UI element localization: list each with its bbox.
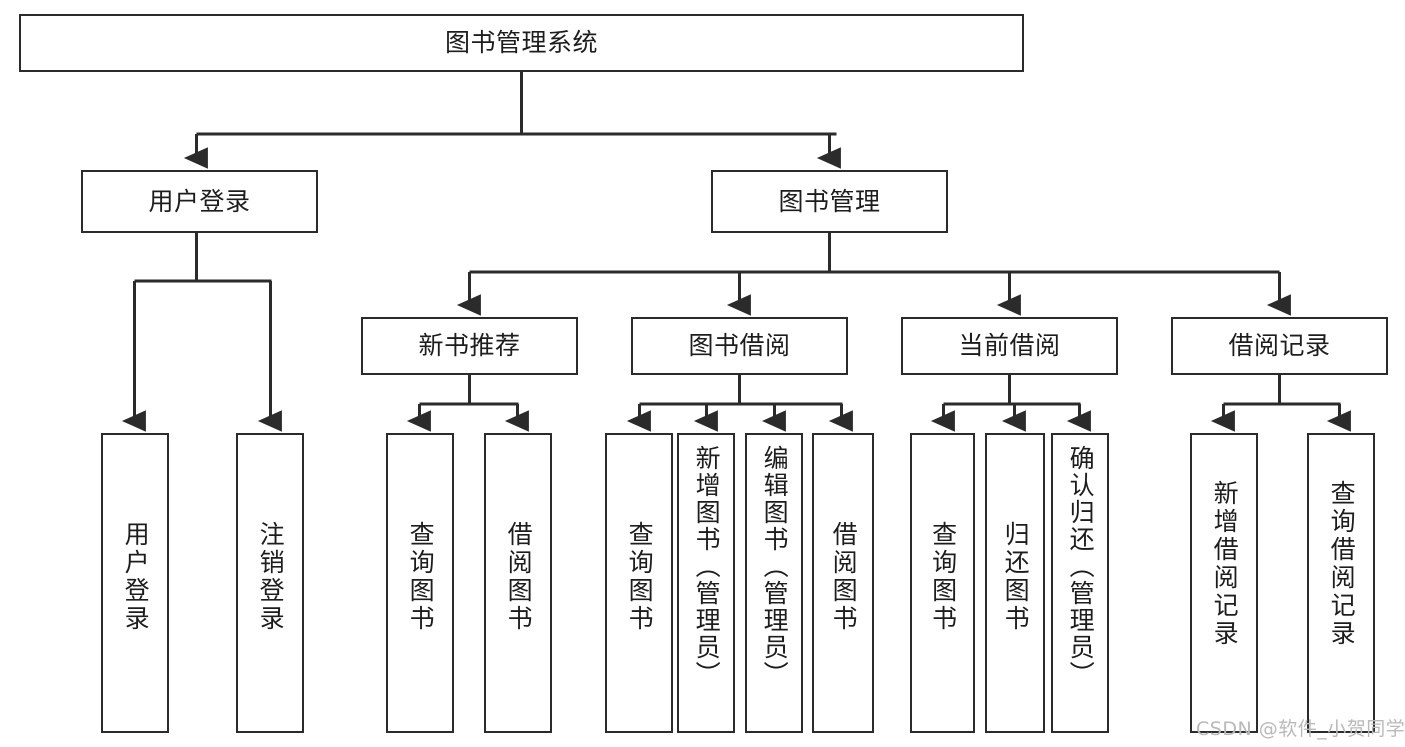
- node-leaf-confirm-return-label: 确认归还（管理员）: [1066, 445, 1096, 688]
- node-leaf-query-book-1-label: 查询图书: [406, 521, 436, 633]
- node-user-login[interactable]: 用户登录: [81, 170, 318, 233]
- node-book-borrow[interactable]: 图书借阅: [631, 317, 848, 375]
- node-leaf-borrow-book-2[interactable]: 借阅图书: [812, 433, 874, 733]
- node-leaf-user-login[interactable]: 用户登录: [101, 433, 169, 733]
- node-leaf-query-book-3-label: 查询图书: [928, 521, 958, 633]
- node-current-borrow[interactable]: 当前借阅: [901, 317, 1118, 375]
- node-leaf-add-book-label: 新增图书（管理员）: [692, 445, 722, 688]
- node-leaf-add-record[interactable]: 新增借阅记录: [1190, 433, 1258, 733]
- node-leaf-return-book[interactable]: 归还图书: [985, 433, 1045, 733]
- node-leaf-add-book[interactable]: 新增图书（管理员）: [677, 433, 735, 733]
- node-leaf-query-book-2[interactable]: 查询图书: [605, 433, 673, 733]
- node-leaf-add-record-label: 新增借阅记录: [1210, 480, 1240, 648]
- node-borrow-record[interactable]: 借阅记录: [1171, 317, 1388, 375]
- node-new-book-recommend[interactable]: 新书推荐: [361, 317, 578, 375]
- node-leaf-query-book-1[interactable]: 查询图书: [386, 433, 454, 733]
- node-root[interactable]: 图书管理系统: [19, 14, 1024, 72]
- node-leaf-return-book-label: 归还图书: [1001, 521, 1031, 633]
- node-book-manage-label: 图书管理: [778, 186, 881, 216]
- node-book-manage[interactable]: 图书管理: [711, 170, 948, 233]
- node-leaf-confirm-return[interactable]: 确认归还（管理员）: [1051, 433, 1109, 733]
- node-leaf-query-record[interactable]: 查询借阅记录: [1307, 433, 1375, 733]
- node-leaf-edit-book[interactable]: 编辑图书（管理员）: [745, 433, 803, 733]
- node-book-borrow-label: 图书借阅: [688, 331, 791, 361]
- node-leaf-logout[interactable]: 注销登录: [236, 433, 304, 733]
- node-leaf-query-record-label: 查询借阅记录: [1327, 480, 1357, 648]
- node-root-label: 图书管理系统: [444, 28, 598, 58]
- node-leaf-borrow-book-2-label: 借阅图书: [829, 521, 859, 633]
- node-leaf-borrow-book-1-label: 借阅图书: [504, 521, 534, 633]
- node-leaf-user-login-label: 用户登录: [121, 521, 151, 633]
- node-borrow-record-label: 借阅记录: [1228, 331, 1331, 361]
- node-leaf-edit-book-label: 编辑图书（管理员）: [760, 445, 790, 688]
- node-user-login-label: 用户登录: [148, 186, 251, 216]
- node-leaf-query-book-2-label: 查询图书: [625, 521, 655, 633]
- node-leaf-borrow-book-1[interactable]: 借阅图书: [484, 433, 552, 733]
- node-leaf-query-book-3[interactable]: 查询图书: [910, 433, 975, 733]
- node-new-book-recommend-label: 新书推荐: [418, 331, 521, 361]
- node-leaf-logout-label: 注销登录: [256, 521, 286, 633]
- node-current-borrow-label: 当前借阅: [958, 331, 1061, 361]
